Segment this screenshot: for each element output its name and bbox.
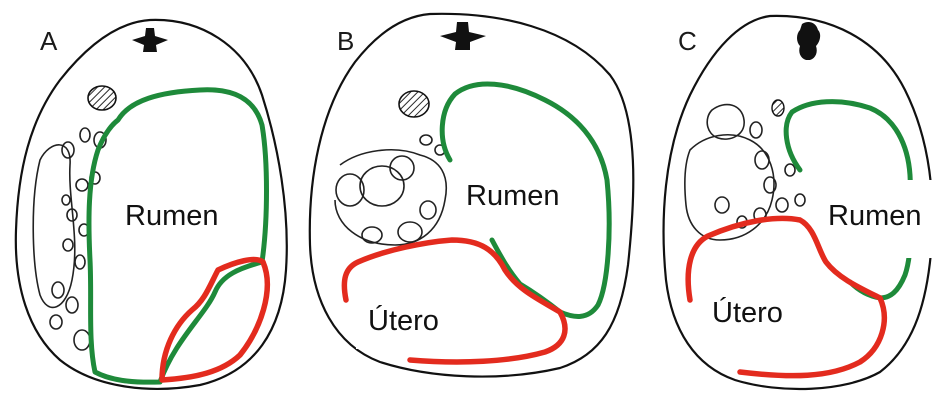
panel-a-kidney xyxy=(88,86,116,110)
panel-b-vertebra-icon xyxy=(440,22,486,50)
panel-c-letter: C xyxy=(678,26,697,56)
panel-b-uterus-label: Útero xyxy=(368,304,439,337)
panel-c: C Rumen Útero xyxy=(664,16,938,389)
panel-a-rumen-outline xyxy=(89,90,267,382)
panel-a: A Rumen xyxy=(16,20,287,389)
panel-b-kidney xyxy=(399,91,429,117)
panel-c-kidney xyxy=(772,100,784,116)
panel-c-rumen-label: Rumen xyxy=(828,200,922,232)
panel-b-letter: B xyxy=(337,26,354,56)
panel-c-vertebra-icon xyxy=(797,22,820,60)
panel-a-uterus-outline xyxy=(162,260,267,380)
panel-b-rumen-label: Rumen xyxy=(466,180,560,212)
panel-a-letter: A xyxy=(40,26,58,56)
panel-b: B Rumen Útero xyxy=(310,14,634,377)
panel-a-vertebra-icon xyxy=(132,28,168,52)
panel-c-uterus-label: Útero xyxy=(712,296,783,329)
panel-b-intestines xyxy=(335,135,446,245)
panel-a-rumen-label: Rumen xyxy=(125,200,219,232)
